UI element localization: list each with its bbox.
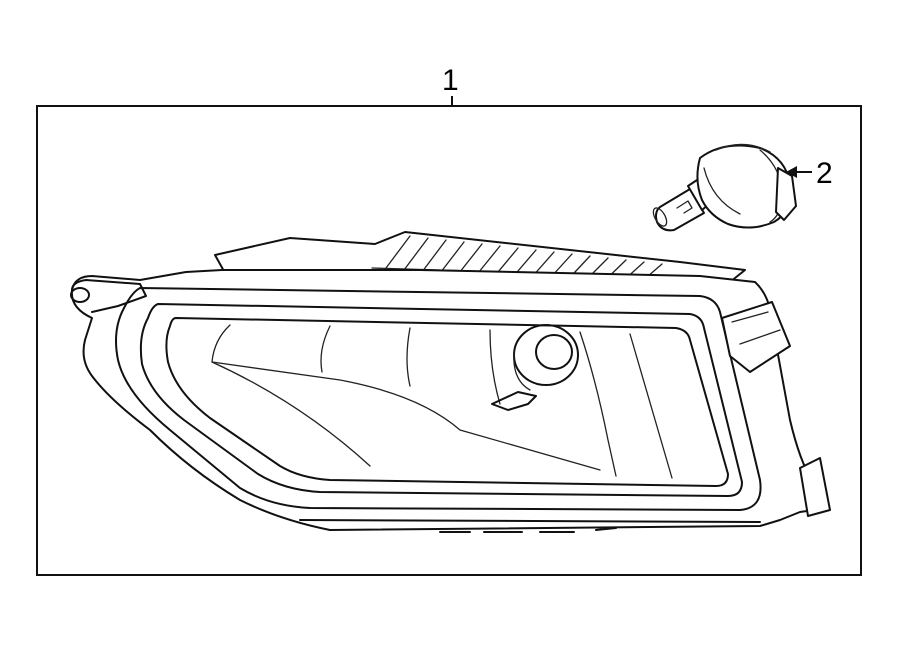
mounting-hole — [70, 287, 90, 303]
reflector — [211, 324, 673, 479]
fog-lamp-housing[interactable] — [70, 231, 831, 533]
callout-1-label[interactable]: 1 — [442, 64, 459, 97]
callout-2-label[interactable]: 2 — [816, 157, 833, 190]
assembly-frame — [36, 105, 862, 576]
fog-lamp-bulb[interactable] — [651, 143, 797, 232]
callout-2-arrow — [786, 166, 812, 178]
bottom-vents — [439, 527, 617, 533]
